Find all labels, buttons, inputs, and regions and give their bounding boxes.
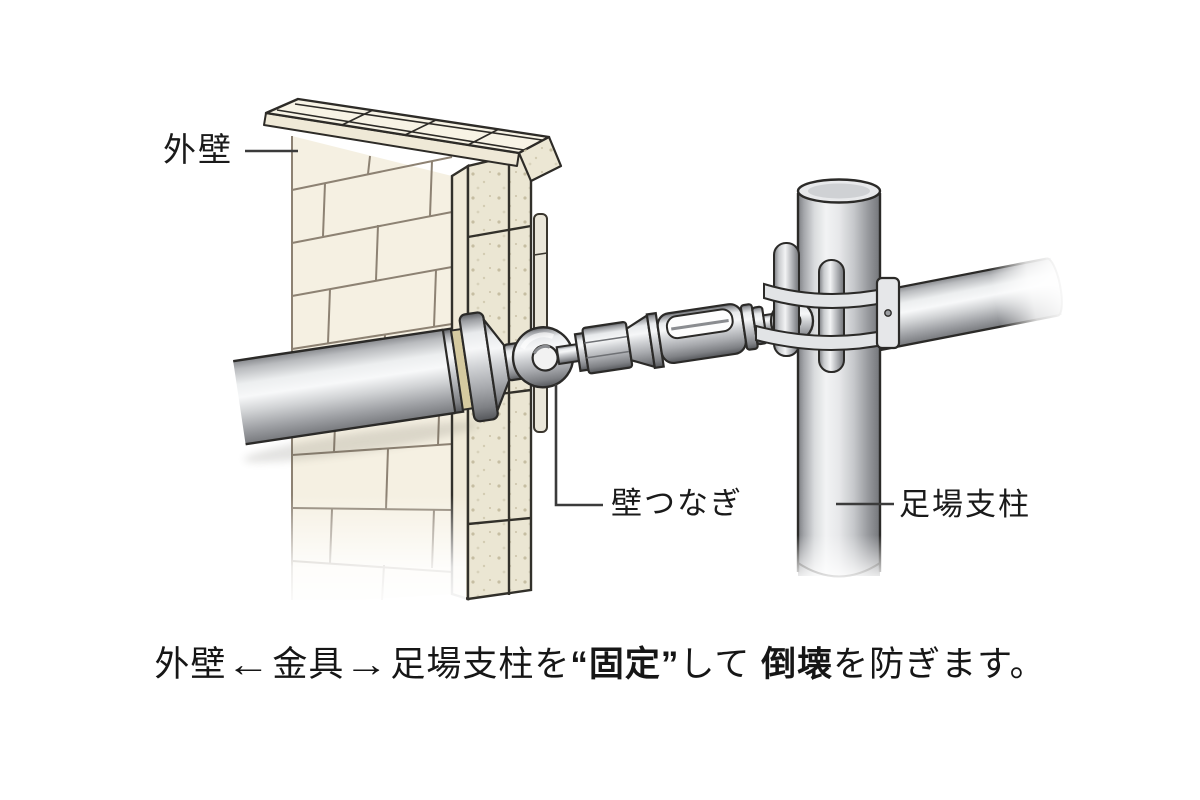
caption-segment-post: 足場支柱を [390, 645, 571, 684]
tie-pipe [233, 328, 456, 446]
wall-tie-assembly [233, 303, 789, 463]
anchor-plate [533, 213, 548, 433]
caption-segment-bracket: 金具 [272, 645, 345, 684]
clamp-pin-right [818, 259, 845, 373]
caption: 外壁←金具→足場支柱を“固定”して 倒壊を防ぎます。 [0, 636, 1200, 687]
label-exterior-wall: 外壁 [163, 131, 233, 168]
post-clamp [755, 242, 901, 373]
horizontal-pipe [856, 247, 1076, 354]
caption-quote-open: “ [570, 645, 589, 684]
caption-segment-wall: 外壁 [154, 645, 227, 684]
leader-line-wall-tie [554, 384, 603, 507]
label-scaffold-post: 足場支柱 [899, 487, 1031, 522]
wall-cap [263, 97, 563, 183]
left-arrow-icon: ← [226, 645, 272, 684]
scaffold-post-illustration [788, 178, 892, 605]
caption-emphasis-fix: 固定 [588, 645, 661, 684]
label-wall-tie: 壁つなぎ [611, 486, 743, 521]
tie-eye-bolt [511, 326, 581, 389]
caption-emphasis-collapse: 倒壊 [761, 645, 834, 684]
tie-turnbuckle [573, 303, 789, 375]
caption-segment-shite: して [679, 645, 762, 684]
right-arrow-icon: → [344, 645, 390, 684]
caption-segment-end: を防ぎます。 [833, 645, 1046, 684]
caption-quote-close: ” [660, 645, 680, 684]
